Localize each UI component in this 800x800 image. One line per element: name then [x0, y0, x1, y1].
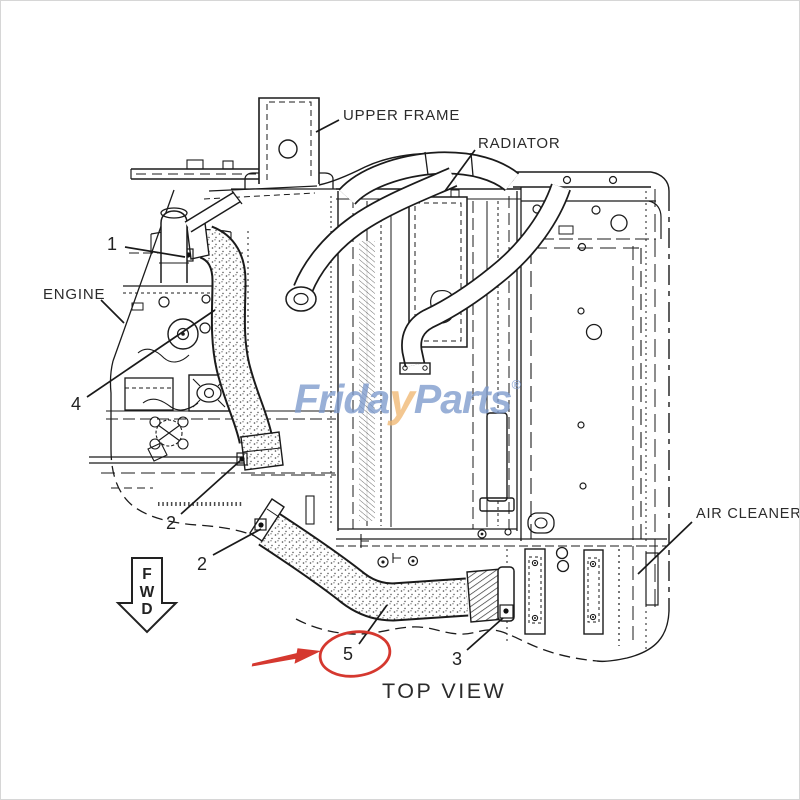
callout-4: 4 — [71, 394, 81, 414]
diagram-labels: UPPER FRAME RADIATOR ENGINE AIR CLEANER … — [43, 107, 800, 703]
svg-text:FridayParts®: FridayParts® — [294, 374, 521, 426]
callout-2b: 2 — [197, 554, 207, 574]
leader-callout-2b — [212, 528, 262, 556]
leader-callout-1 — [124, 246, 186, 258]
coolant-tubes — [159, 151, 571, 539]
surge-tank — [408, 196, 468, 348]
highlight-annotations — [251, 630, 392, 678]
watermark-registered-mark: ® — [511, 377, 521, 392]
leader-air-cleaner — [637, 521, 693, 575]
fwd-direction-arrow: F W D — [115, 557, 179, 634]
machine-body-outline — [109, 152, 670, 663]
air-cleaner-label: AIR CLEANER — [696, 506, 800, 522]
red-highlight-ellipse — [318, 630, 392, 678]
leader-callout-4 — [86, 309, 216, 398]
callout-5: 5 — [343, 644, 353, 664]
callout-1: 1 — [107, 234, 117, 254]
fwd-letter-d: D — [141, 601, 152, 618]
leader-callout-3 — [466, 617, 504, 651]
hose-end-fitting — [285, 286, 317, 312]
engine-label: ENGINE — [43, 286, 105, 303]
leader-lines — [86, 119, 693, 651]
air-hose-part-5 — [249, 498, 515, 623]
watermark: FridayParts® — [294, 374, 522, 426]
fwd-letter-w: W — [140, 584, 155, 601]
red-arrow-icon — [251, 648, 321, 667]
hose-clamp-bolt-2b — [258, 522, 264, 528]
fwd-letter-f: F — [142, 566, 151, 583]
air-hose-part-4 — [182, 222, 284, 471]
upper-frame-label: UPPER FRAME — [343, 107, 460, 124]
upper-frame-column — [231, 97, 346, 190]
side-door-panel — [521, 189, 662, 649]
watermark-text-left: Frida — [294, 376, 389, 422]
air-cleaner-mount — [506, 538, 667, 646]
vertical-pipe — [486, 412, 508, 502]
down-block-arrow-icon — [115, 557, 179, 634]
radiator-label: RADIATOR — [478, 135, 561, 152]
watermark-y-swoosh-icon: y — [387, 374, 417, 426]
callout-3: 3 — [452, 649, 462, 669]
callout-2a: 2 — [166, 513, 176, 533]
watermark-text-right: Parts — [414, 376, 512, 422]
leader-engine — [100, 299, 125, 324]
leader-callout-2a — [180, 459, 242, 515]
leader-upper-frame — [315, 119, 340, 133]
leader-radiator — [444, 149, 476, 192]
hose-clamp-bolt-3 — [503, 608, 509, 614]
air-intake-cylinder — [160, 210, 188, 283]
leader-callout-5 — [358, 604, 388, 645]
view-caption: TOP VIEW — [382, 679, 506, 703]
